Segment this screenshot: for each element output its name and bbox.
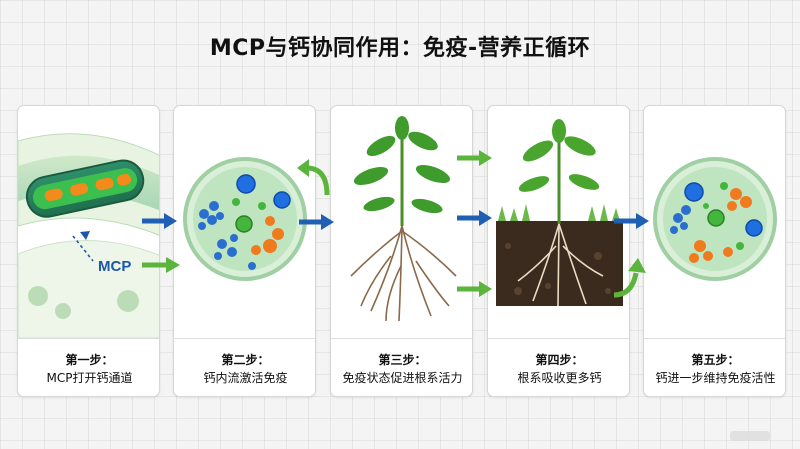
watermark-mark — [730, 431, 770, 441]
step-desc: MCP打开钙通道 — [46, 370, 133, 385]
step-card-4: 第四步： 根系吸收更多钙 — [487, 105, 630, 397]
step-caption-1: 第一步： MCP打开钙通道 — [18, 338, 159, 396]
arrow-curved-icon — [613, 258, 646, 298]
step-desc: 钙内流激活免疫 — [203, 370, 288, 385]
step-label: 第五步： — [691, 352, 740, 367]
step-card-1: MCP 第一步： MCP打开钙通道 — [17, 105, 160, 397]
cell-icon — [183, 157, 307, 281]
step-caption-4: 第四步： 根系吸收更多钙 — [488, 338, 629, 396]
step-label: 第二步： — [221, 352, 270, 367]
arrow-right-icon — [142, 213, 177, 229]
step-label: 第四步： — [535, 352, 584, 367]
arrow-right-icon — [299, 214, 334, 230]
step-card-3: 第三步： 免疫状态促进根系活力 — [330, 105, 473, 397]
step-card-2: 第二步： 钙内流激活免疫 — [173, 105, 316, 397]
calcium-ion — [117, 173, 132, 186]
step-caption-3: 第三步： 免疫状态促进根系活力 — [331, 338, 472, 396]
page-title: MCP与钙协同作用：免疫-营养正循环 — [209, 36, 591, 61]
step-desc: 免疫状态促进根系活力 — [342, 370, 463, 385]
step-caption-5: 第五步： 钙进一步维持免疫活性 — [644, 338, 785, 396]
arrow-right-icon — [614, 213, 649, 229]
step-caption-2: 第二步： 钙内流激活免疫 — [174, 338, 315, 396]
plant-icon — [350, 116, 457, 322]
step-label: 第一步： — [65, 352, 114, 367]
calcium-ion — [44, 188, 63, 202]
arrow-right-icon — [457, 210, 492, 226]
calcium-ion — [70, 183, 89, 196]
arrow-right-icon — [457, 281, 492, 297]
mcp-label: MCP — [98, 258, 132, 275]
arrow-right-icon — [142, 257, 180, 273]
arrow-curved-icon — [297, 159, 330, 196]
step-label: 第三步： — [378, 352, 427, 367]
calcium-ion — [95, 177, 114, 191]
step-desc: 钙进一步维持免疫活性 — [655, 370, 776, 385]
arrow-right-icon — [457, 150, 492, 166]
step-card-5: 第五步： 钙进一步维持免疫活性 — [643, 105, 786, 397]
ion-channel-icon — [18, 133, 159, 338]
step-desc: 根系吸收更多钙 — [517, 370, 602, 385]
cell-icon — [653, 157, 777, 281]
soil-plant-icon — [496, 119, 623, 307]
